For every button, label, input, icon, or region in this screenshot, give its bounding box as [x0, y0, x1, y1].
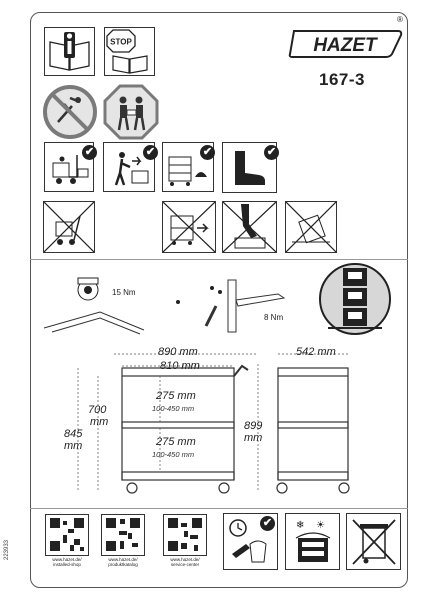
- depth-label: 542 mm: [296, 346, 336, 358]
- qr-caption-service: www.hazet.de/ service-center: [170, 557, 200, 567]
- handle-assembly-drawing: [176, 279, 286, 333]
- height-shelf-label: 700: [88, 404, 107, 416]
- shelf-upper-height: 275 mm: [156, 390, 196, 402]
- document-code: 223933: [4, 539, 10, 560]
- wheel-assembly-drawing: [43, 277, 145, 335]
- stop-read-manual-icon: STOP: [104, 27, 155, 76]
- weee-disposal-icon: [346, 513, 401, 570]
- height-total-unit: mm: [244, 432, 263, 444]
- check-icon: ✔: [200, 145, 215, 160]
- wheel-torque: 15 Nm: [112, 288, 136, 297]
- no-overload-icon: [162, 201, 216, 253]
- shelf-upper-range: 100-450 mm: [152, 404, 195, 413]
- hazet-logo: HAZET: [288, 30, 403, 58]
- check-icon: ✔: [143, 145, 158, 160]
- section-divider: [30, 259, 408, 260]
- height-total-label: 899: [244, 420, 263, 432]
- svg-text:❄: ❄: [296, 520, 304, 531]
- model-number: 167-3: [319, 70, 365, 89]
- section-divider: [30, 508, 408, 509]
- info-manual-icon: [44, 27, 95, 76]
- two-person-lift-icon: [103, 84, 159, 140]
- instruction-sheet-frame: [30, 12, 408, 588]
- check-icon: ✔: [260, 516, 275, 531]
- shelf-lower-range: 100-450 mm: [152, 450, 195, 459]
- brand-name: HAZET: [313, 35, 378, 56]
- registered-mark: ®: [397, 15, 403, 24]
- no-step-on-icon: [222, 201, 277, 253]
- width-inner-label: 810 mm: [160, 360, 200, 372]
- qr-caption-shop: www.hazet.de/ installed-shop: [52, 557, 82, 567]
- no-tipping-icon: [285, 201, 337, 253]
- height-shelf-unit: mm: [90, 416, 109, 428]
- svg-text:☀: ☀: [316, 520, 325, 531]
- stop-label: STOP: [110, 38, 132, 47]
- safety-boots-ok-icon: [222, 142, 277, 193]
- handle-torque: 8 Nm: [264, 313, 284, 322]
- qr-caption-catalog: www.hazet.de/ produktkatalog: [108, 557, 138, 567]
- dimension-drawing: [77, 353, 350, 494]
- no-climbing-icon: [43, 85, 97, 139]
- check-icon: ✔: [82, 145, 97, 160]
- qr-code-service[interactable]: [163, 514, 207, 556]
- weather-protection-icon: ❄ ☀: [285, 513, 340, 570]
- height-top-label: 845: [64, 428, 83, 440]
- qr-code-shop[interactable]: [45, 514, 89, 556]
- check-icon: ✔: [264, 145, 279, 160]
- qr-code-catalog[interactable]: [101, 514, 145, 556]
- forklift-ok-icon: [44, 142, 94, 192]
- drawer-stack-detail: [319, 263, 391, 335]
- no-forklift-tip-icon: [43, 201, 95, 253]
- width-total-label: 890 mm: [158, 346, 198, 358]
- height-top-unit: mm: [64, 440, 83, 452]
- shelf-lower-height: 275 mm: [156, 436, 196, 448]
